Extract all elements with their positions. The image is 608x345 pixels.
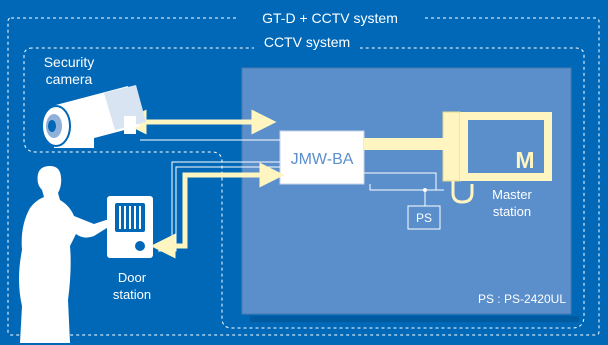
outer-system-boundary — [7, 17, 600, 336]
power-supply-box — [407, 205, 441, 230]
security-camera-icon — [41, 85, 146, 148]
door-label-line2: station — [113, 287, 151, 302]
outer-system-label-bg — [238, 9, 424, 27]
master-label-line2: station — [493, 204, 531, 219]
camera-label-line2: camera — [46, 71, 93, 87]
adapter-master-connector — [364, 138, 444, 150]
jmw-ba-label: JMW-BA — [291, 151, 354, 168]
power-supply-label: PS — [416, 211, 432, 225]
door-label-line1: Door — [118, 270, 147, 285]
door-station-icon — [107, 196, 153, 258]
master-letter: M — [515, 147, 534, 173]
jmw-ba-adapter-box — [279, 130, 365, 185]
master-label-line1: Master — [492, 187, 532, 202]
master-station-monitor-icon — [442, 111, 552, 204]
camera-label-line1: Security — [44, 54, 95, 70]
footnote-text: PS : PS-2420UL — [478, 292, 566, 306]
inner-system-label: CCTV system — [264, 34, 350, 50]
panel-shadow — [250, 316, 579, 322]
junction-dot — [423, 188, 427, 192]
door-adapter-arrow — [150, 162, 285, 259]
inner-system-label-bg — [254, 33, 360, 51]
inner-system-boundary — [23, 47, 585, 329]
person-silhouette-icon — [19, 166, 111, 343]
outer-system-label: GT-D + CCTV system — [262, 10, 398, 26]
